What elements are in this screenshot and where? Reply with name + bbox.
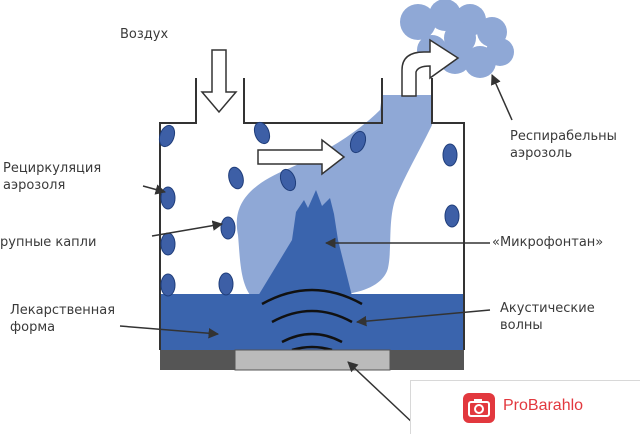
label-recirculation: Рециркуляция аэрозоля <box>3 161 102 193</box>
label-air: Воздух <box>120 27 169 42</box>
base-right <box>390 350 464 370</box>
label-microfountain: «Микрофонтан» <box>492 235 604 250</box>
label-drug-form: Лекарственная форма <box>10 303 116 335</box>
aerosol-plume <box>236 0 514 295</box>
label-large-drops: рупные капли <box>0 235 97 250</box>
microfountain <box>258 190 352 296</box>
watermark-badge: ProBarahlo <box>410 380 640 434</box>
chamber-outline <box>159 78 465 350</box>
watermark-text: ProBarahlo <box>503 397 584 414</box>
transducer-plate <box>234 349 391 371</box>
base-left <box>160 350 235 370</box>
air-inlet-arrow <box>200 49 238 114</box>
label-respirable: Респирабельны аэрозоль <box>510 129 617 161</box>
outlet-arrow <box>401 38 460 97</box>
pointer-lines <box>119 74 513 426</box>
acoustic-waves <box>261 288 363 352</box>
label-acoustic: Акустические волны <box>500 301 595 333</box>
droplets <box>158 121 460 297</box>
camera-icon <box>463 393 495 423</box>
flow-arrow <box>257 138 346 176</box>
drug-liquid <box>160 294 464 350</box>
